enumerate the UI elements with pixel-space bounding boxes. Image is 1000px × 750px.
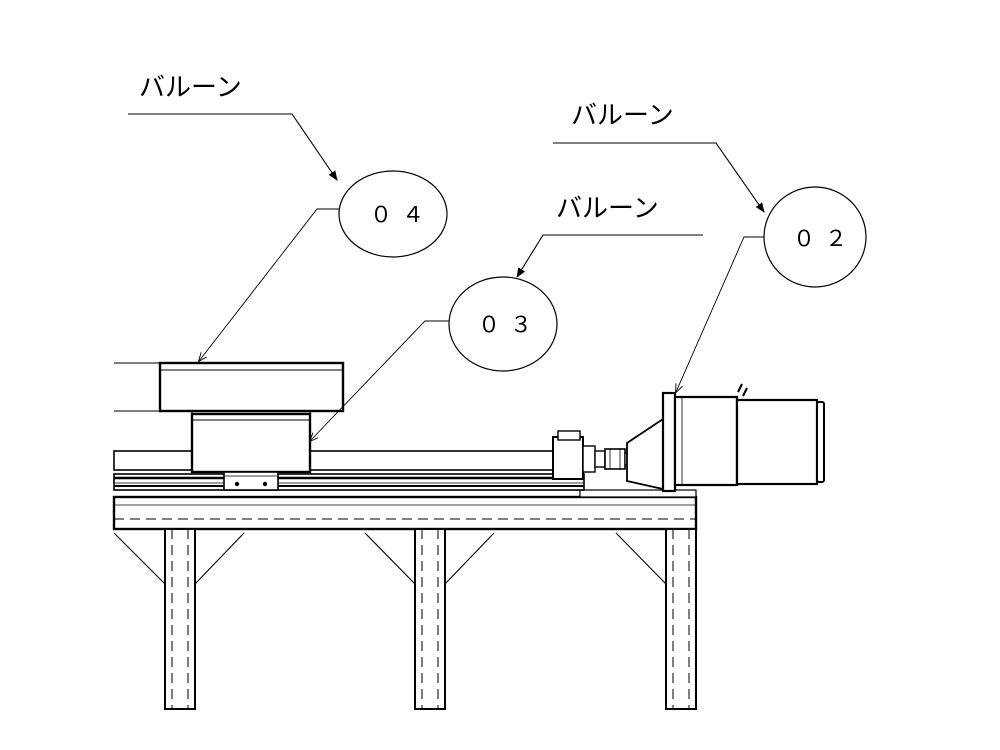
callout-03: バルーン ０３ — [310, 194, 703, 441]
balloon-03 — [448, 276, 558, 372]
balloon-number-02: ０２ — [793, 227, 857, 252]
motor — [626, 383, 825, 493]
balloon-04 — [338, 170, 448, 258]
balloon-number-03: ０３ — [478, 313, 542, 338]
callout-04: バルーン ０４ — [128, 73, 448, 361]
leg-2 — [414, 528, 446, 710]
callout-label-02: バルーン — [571, 101, 674, 131]
leg-3 — [665, 528, 697, 710]
callout-label-03: バルーン — [556, 194, 659, 224]
leg-1 — [164, 528, 196, 710]
braces — [113, 532, 667, 585]
table-frame — [112, 489, 698, 710]
balloon-number-04: ０４ — [370, 203, 434, 228]
linear-rail — [113, 450, 585, 491]
bearing-coupling — [552, 430, 634, 480]
callout-label-04: バルーン — [139, 73, 242, 103]
carriage-tray — [114, 361, 345, 491]
callout-02: バルーン ０２ — [553, 101, 867, 392]
